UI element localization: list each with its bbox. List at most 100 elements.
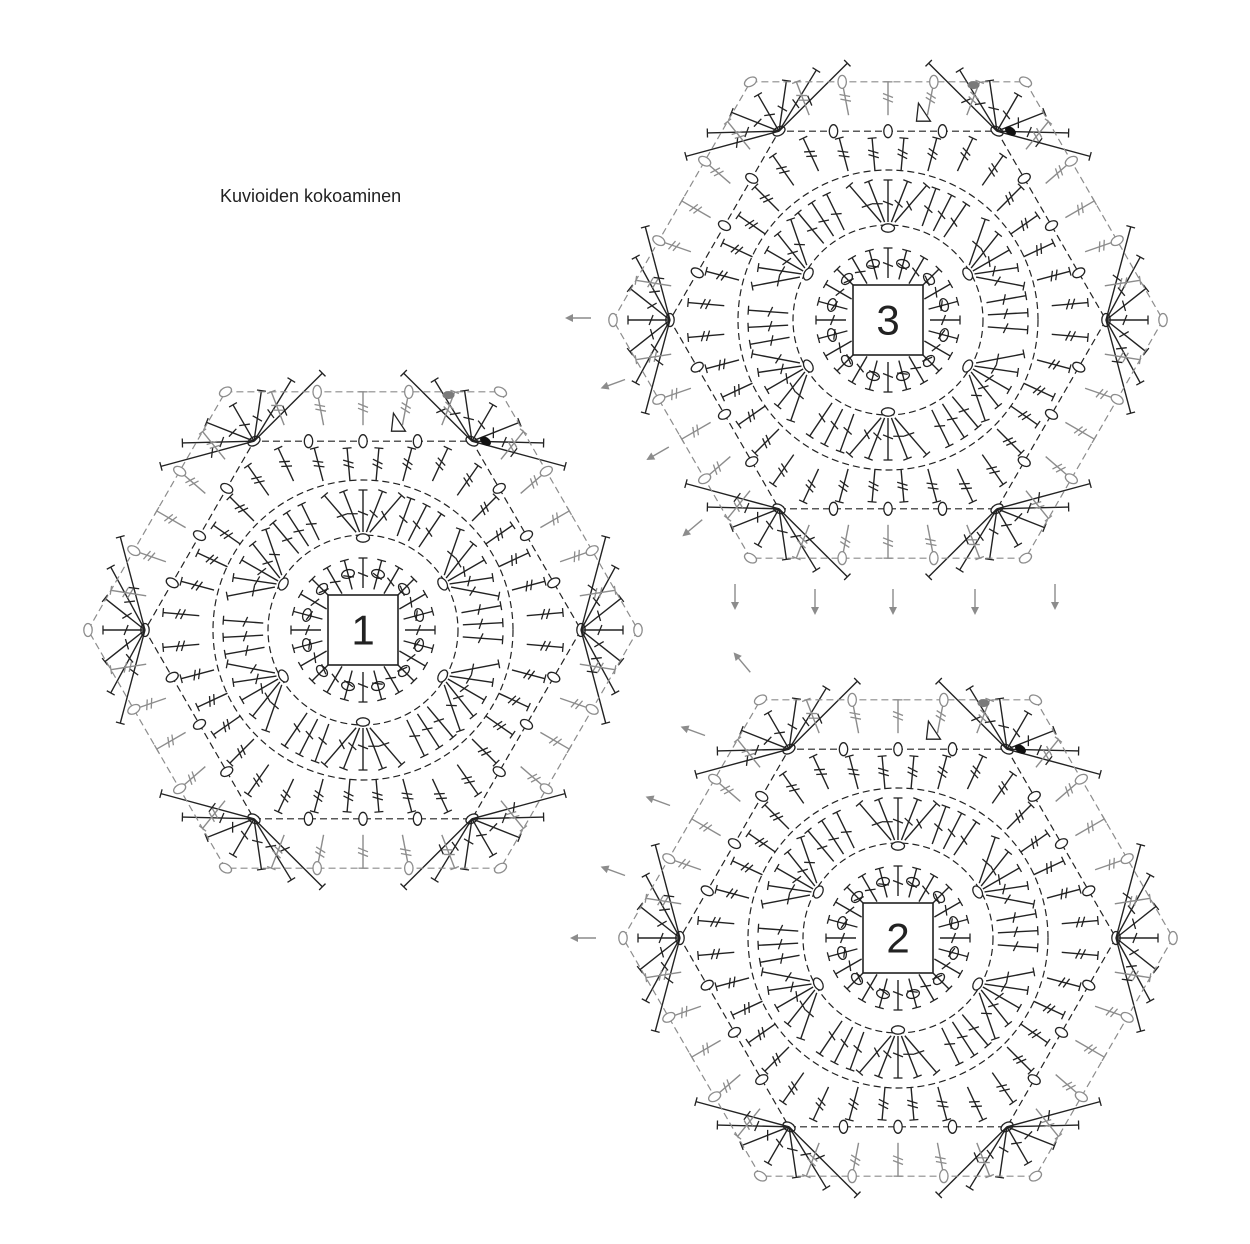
double-crochet-symbol bbox=[1062, 921, 1098, 924]
double-crochet-symbol bbox=[750, 337, 789, 344]
stitch-top bbox=[775, 1004, 780, 1012]
double-crochet-symbol bbox=[501, 801, 523, 829]
stitch-top bbox=[474, 792, 481, 797]
double-crochet-symbol bbox=[302, 504, 320, 540]
double-crochet-symbol bbox=[1034, 1001, 1064, 1015]
stitch-top bbox=[611, 691, 619, 695]
double-crochet-symbol bbox=[111, 664, 146, 670]
double-crochet-symbol bbox=[998, 931, 1038, 933]
stitch-top bbox=[233, 573, 234, 582]
stitch-top bbox=[1035, 421, 1040, 428]
double-crochet-symbol bbox=[909, 258, 924, 284]
stitch-top bbox=[909, 756, 918, 757]
double-crochet-symbol bbox=[472, 819, 493, 855]
stitch-top bbox=[995, 698, 1004, 699]
stitch-top bbox=[930, 873, 938, 878]
stitch-bar bbox=[531, 777, 541, 782]
double-crochet-symbol bbox=[472, 819, 519, 838]
stitch-bar bbox=[874, 1048, 879, 1058]
double-crochet-symbol bbox=[801, 993, 817, 1039]
stitch-bar bbox=[1055, 168, 1059, 178]
double-crochet-symbol bbox=[707, 131, 779, 133]
chain-stitch-symbol bbox=[838, 75, 846, 88]
stitch-top bbox=[1005, 849, 1012, 855]
stitch-bar bbox=[1110, 1009, 1117, 1017]
double-crochet-symbol bbox=[779, 81, 786, 132]
stitch-bar bbox=[763, 198, 773, 202]
double-crochet-symbol bbox=[630, 320, 670, 352]
chain-stitch-symbol bbox=[634, 624, 642, 637]
double-crochet-symbol bbox=[957, 138, 972, 171]
stitch-bar bbox=[982, 859, 990, 866]
double-crochet-symbol bbox=[327, 666, 342, 692]
chain-stitch-symbol bbox=[84, 624, 92, 637]
stitch-bar bbox=[760, 195, 770, 199]
stitch-top bbox=[784, 849, 791, 855]
stitch-bar bbox=[385, 677, 396, 679]
stitch-top bbox=[858, 873, 866, 878]
double-crochet-symbol bbox=[299, 719, 317, 755]
stitch-top bbox=[812, 568, 820, 573]
double-crochet-symbol bbox=[1036, 1109, 1058, 1137]
stitch-bar bbox=[817, 846, 827, 849]
stitch-top bbox=[690, 1053, 695, 1061]
stitch-top bbox=[460, 390, 469, 391]
double-crochet-symbol bbox=[1024, 383, 1054, 397]
stitch-top bbox=[489, 853, 497, 858]
stitch-bar bbox=[571, 699, 578, 707]
chain-stitch-symbol bbox=[1109, 392, 1124, 406]
double-crochet-symbol bbox=[982, 156, 1003, 186]
double-crochet-symbol bbox=[254, 380, 291, 441]
double-crochet-symbol bbox=[1116, 906, 1156, 938]
double-crochet-symbol bbox=[1075, 819, 1104, 836]
double-crochet-symbol bbox=[404, 373, 472, 441]
stitch-bar bbox=[907, 201, 912, 211]
stitch-bar bbox=[409, 736, 420, 737]
stitch-bar bbox=[279, 461, 290, 462]
chain-stitch-symbol bbox=[165, 576, 180, 590]
stitch-top bbox=[749, 340, 751, 349]
stitch-bar bbox=[864, 430, 869, 440]
stitch-bar bbox=[808, 480, 815, 488]
stitch-bar bbox=[194, 670, 195, 681]
stitch-bar bbox=[713, 465, 717, 475]
stitch-bar bbox=[399, 516, 407, 523]
chain-stitch-symbol bbox=[848, 693, 856, 706]
stitch-bar bbox=[1066, 1085, 1076, 1090]
double-crochet-symbol bbox=[448, 679, 484, 700]
stitch-bar bbox=[841, 832, 852, 833]
double-crochet-symbol bbox=[287, 513, 309, 547]
stitch-bar bbox=[557, 512, 559, 523]
chain-stitch-symbol bbox=[940, 693, 948, 706]
stitch-bar bbox=[151, 698, 152, 709]
double-crochet-symbol bbox=[760, 955, 799, 962]
stitch-bar bbox=[484, 502, 488, 512]
double-crochet-symbol bbox=[163, 644, 199, 647]
stitch-top bbox=[395, 565, 403, 570]
stitch-bar bbox=[1047, 863, 1048, 874]
double-crochet-symbol bbox=[1007, 1127, 1054, 1146]
double-crochet-symbol bbox=[463, 623, 503, 625]
stitch-top bbox=[1017, 1004, 1022, 1012]
double-crochet-symbol bbox=[1062, 952, 1098, 955]
chain-stitch-symbol bbox=[811, 976, 825, 991]
double-crochet-symbol bbox=[465, 819, 472, 870]
double-crochet-symbol bbox=[822, 821, 844, 855]
double-crochet-symbol bbox=[182, 441, 254, 443]
stitch-top bbox=[758, 924, 759, 933]
stitch-bar bbox=[348, 743, 356, 750]
stitch-top bbox=[970, 1053, 978, 1058]
double-crochet-symbol bbox=[384, 568, 399, 594]
double-crochet-symbol bbox=[692, 819, 721, 836]
stitch-top bbox=[1035, 212, 1040, 219]
double-crochet-symbol bbox=[417, 714, 439, 748]
stitch-top bbox=[374, 448, 383, 449]
chain-stitch-symbol bbox=[661, 1010, 676, 1024]
stitch-top bbox=[1146, 873, 1154, 877]
stitch-top bbox=[635, 355, 636, 364]
double-crochet-symbol bbox=[223, 620, 263, 623]
double-crochet-symbol bbox=[254, 819, 322, 887]
stitch-top bbox=[823, 280, 828, 288]
stitch-bar bbox=[935, 287, 937, 298]
join-arrow-icon bbox=[971, 589, 979, 615]
